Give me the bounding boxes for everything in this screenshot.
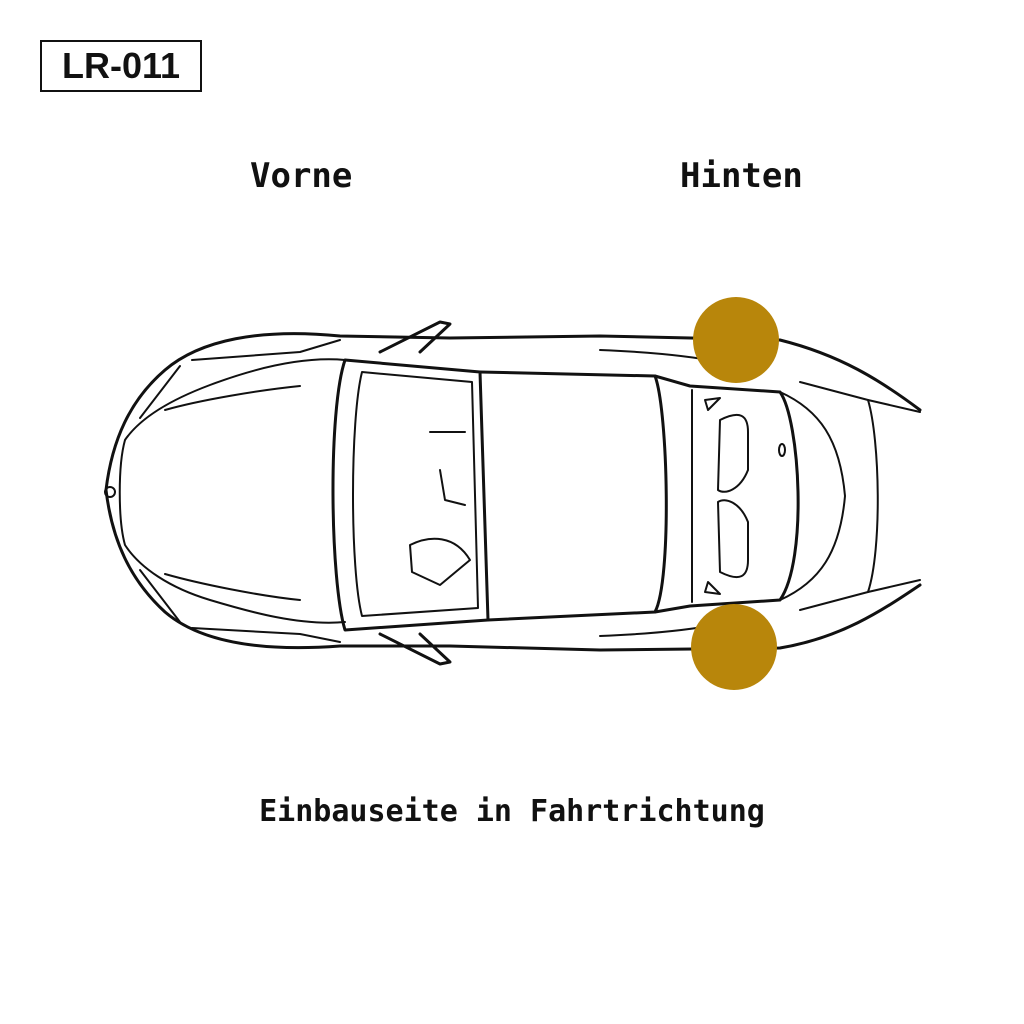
rear-label: Hinten <box>680 156 803 196</box>
car-body-outline <box>104 320 922 666</box>
rear-left-wheel-marker <box>693 297 779 383</box>
rear-right-wheel-marker <box>691 604 777 690</box>
mounting-side-label: Einbauseite in Fahrtrichtung <box>259 794 765 829</box>
part-code-label: LR-011 <box>40 40 202 92</box>
front-label: Vorne <box>250 156 353 196</box>
